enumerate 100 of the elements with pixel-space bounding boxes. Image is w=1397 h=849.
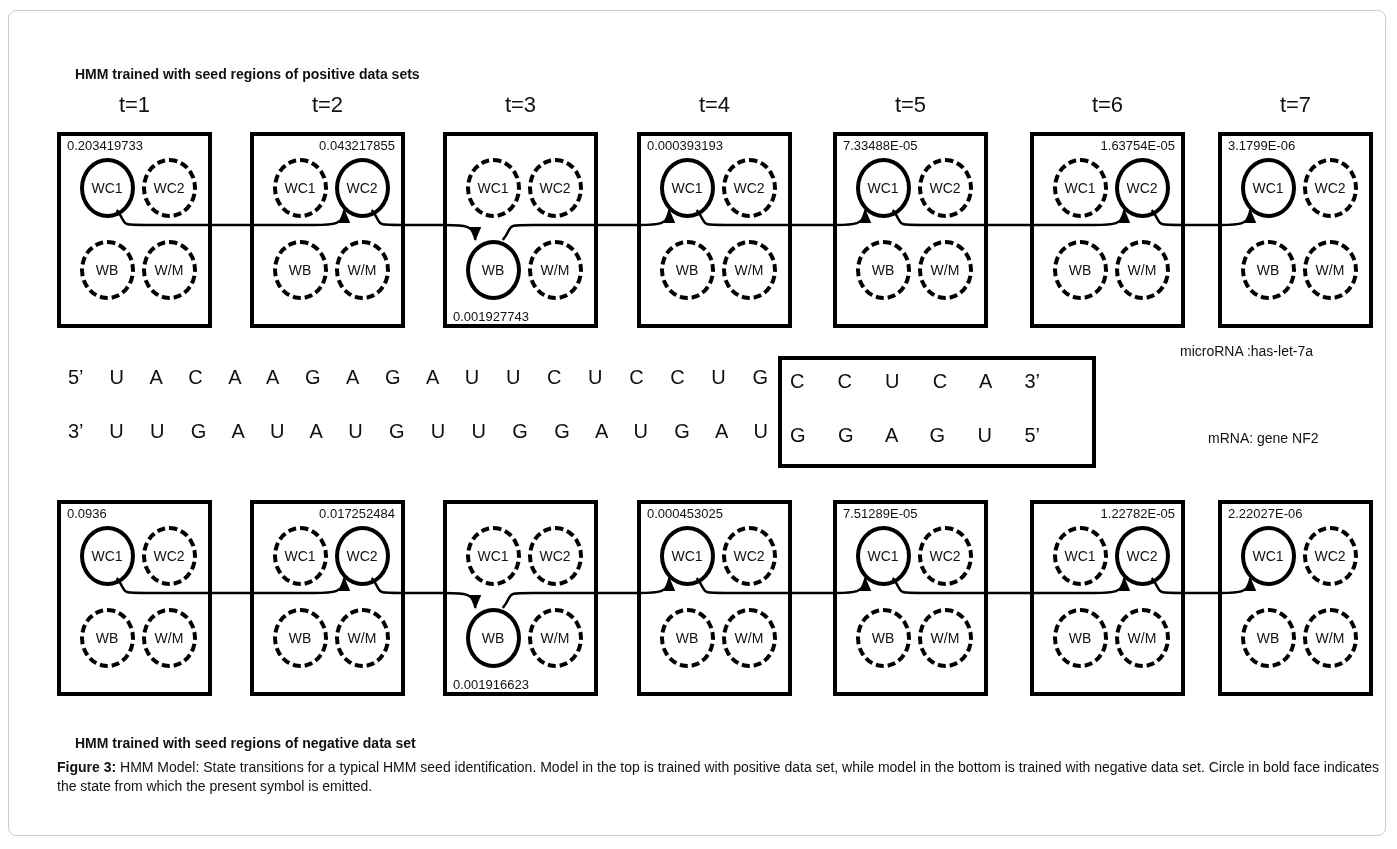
probability-value: 3.1799E-06 (1228, 138, 1296, 153)
state-circle: WC2 (334, 158, 390, 218)
time-label: t=4 (697, 92, 732, 118)
sequence-name: microRNA :has-let-7a (1180, 343, 1314, 359)
transition-arrow (1150, 577, 1256, 595)
transition-arrow (370, 209, 481, 241)
transition-arrow (501, 209, 675, 241)
state-circle: WC1 (79, 526, 135, 586)
state-circle: WB (659, 608, 715, 668)
state-circle: WC2 (917, 158, 973, 218)
probability-value: 7.51289E-05 (843, 506, 918, 521)
transition-arrow (1150, 209, 1256, 227)
state-circle: W/M (917, 240, 973, 300)
state-circle: W/M (721, 240, 777, 300)
state-circle: WB (272, 608, 328, 668)
state-circle: WB (79, 240, 135, 300)
state-circle: WB (79, 608, 135, 668)
time-step-box (443, 500, 598, 696)
state-circle: WC1 (272, 158, 328, 218)
state-circle: WC2 (721, 158, 777, 218)
state-circle: WB (855, 240, 911, 300)
state-circle: WB (1240, 240, 1296, 300)
probability-value: 0.043217855 (319, 138, 395, 153)
state-circle: WB (1052, 608, 1108, 668)
state-circle: WC2 (334, 526, 390, 586)
state-circle: WC1 (659, 526, 715, 586)
state-circle: WC2 (527, 526, 583, 586)
state-circle: WC1 (1240, 526, 1296, 586)
transition-arrow (370, 577, 481, 609)
time-label: t=5 (893, 92, 928, 118)
transition-arrow (115, 209, 350, 227)
state-circle: W/M (141, 608, 197, 668)
time-label: t=7 (1278, 92, 1313, 118)
probability-value: 1.22782E-05 (1100, 506, 1175, 521)
time-label: t=2 (310, 92, 345, 118)
state-circle: WC1 (1240, 158, 1296, 218)
transition-arrow (115, 577, 350, 595)
state-circle: W/M (527, 240, 583, 300)
state-circle: WC1 (272, 526, 328, 586)
state-circle: W/M (1114, 240, 1170, 300)
time-step-box (57, 500, 212, 696)
sequence-name: mRNA: gene NF2 (1208, 430, 1319, 446)
state-circle: WB (1240, 608, 1296, 668)
state-circle: W/M (917, 608, 973, 668)
state-circle: WC2 (527, 158, 583, 218)
transition-arrow (695, 577, 871, 595)
seed-region-box (778, 356, 1096, 468)
state-circle: W/M (1114, 608, 1170, 668)
state-circle: WB (659, 240, 715, 300)
time-step-box (250, 500, 405, 696)
state-circle: WC2 (1114, 158, 1170, 218)
probability-value: 0.001927743 (453, 309, 529, 324)
section-heading: HMM trained with seed regions of negative data set (75, 735, 416, 751)
state-circle: WC1 (1052, 526, 1108, 586)
state-circle: WC2 (1302, 158, 1358, 218)
state-circle: WC2 (917, 526, 973, 586)
section-heading: HMM trained with seed regions of positive data sets (75, 66, 420, 82)
figure-caption: Figure 3: HMM Model: State transitions for a typical HMM seed identification. Model in the top is trained with positive data set, while model in the bottom is trained with negative data set. Circle in bold face indicates the state from which the present symbol is emitted. (57, 758, 1381, 796)
probability-value: 0.0936 (67, 506, 107, 521)
state-circle: W/M (334, 608, 390, 668)
state-circle: WC2 (141, 158, 197, 218)
sequence-text: G G A G U 5’ (790, 424, 1040, 447)
probability-value: 0.017252484 (319, 506, 395, 521)
time-label: t=1 (117, 92, 152, 118)
state-circle: WC2 (1114, 526, 1170, 586)
state-circle: WC1 (465, 526, 521, 586)
state-circle: WB (855, 608, 911, 668)
probability-value: 0.001916623 (453, 677, 529, 692)
sequence-text: 5’ U A C A A G A G A U U C U C C U G (68, 366, 768, 389)
state-circle: WC2 (1302, 526, 1358, 586)
state-circle: WC1 (855, 158, 911, 218)
transition-arrow (891, 209, 1130, 227)
state-circle: WC2 (141, 526, 197, 586)
sequence-text: 3’ U U G A U A U G U U G G A U G A U (68, 420, 768, 443)
transition-arrow (501, 577, 675, 609)
state-circle: W/M (1302, 608, 1358, 668)
transition-arrow (891, 577, 1130, 595)
probability-value: 0.000393193 (647, 138, 723, 153)
time-label: t=3 (503, 92, 538, 118)
state-circle: WC1 (79, 158, 135, 218)
probability-value: 0.000453025 (647, 506, 723, 521)
time-step-box (833, 500, 988, 696)
state-circle: WB (465, 240, 521, 300)
state-circle: WB (1052, 240, 1108, 300)
state-circle: WC1 (465, 158, 521, 218)
probability-value: 2.22027E-06 (1228, 506, 1303, 521)
state-circle: W/M (334, 240, 390, 300)
state-circle: WC1 (855, 526, 911, 586)
state-circle: WB (465, 608, 521, 668)
state-circle: WC1 (659, 158, 715, 218)
state-circle: WC2 (721, 526, 777, 586)
probability-value: 0.203419733 (67, 138, 143, 153)
time-step-box (1218, 500, 1373, 696)
state-circle: WC1 (1052, 158, 1108, 218)
state-circle: WB (272, 240, 328, 300)
state-circle: W/M (141, 240, 197, 300)
time-step-box (637, 500, 792, 696)
sequence-text: C C U C A 3’ (790, 370, 1040, 393)
probability-value: 7.33488E-05 (843, 138, 918, 153)
transition-arrow (695, 209, 871, 227)
